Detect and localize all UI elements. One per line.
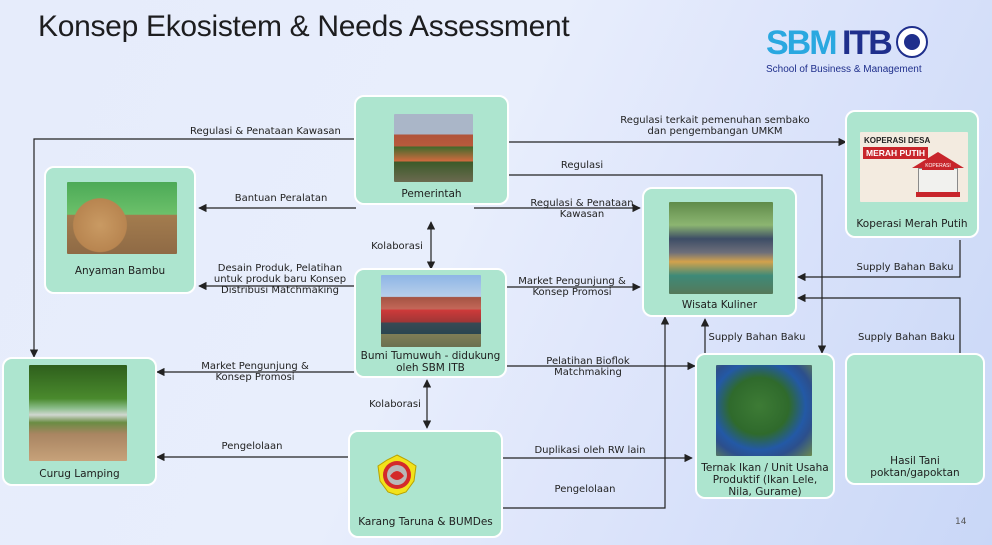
edge-label-pem-curug: Regulasi & Penataan Kawasan [190,126,341,137]
node-label-ternak: Ternak Ikan / Unit Usaha Produktif (Ikan… [701,462,829,498]
edge-label-karang-ternak: Duplikasi oleh RW lain [534,445,646,456]
node-bumi-tumuwuh: Bumi Tumuwuh - didukung oleh SBM ITB [354,268,507,378]
node-label-karang: Karang Taruna & BUMDes [358,516,493,528]
edge-pemerintah-curug [29,138,356,358]
itb-seal-icon [896,26,928,58]
node-label-pemerintah: Pemerintah [401,188,462,200]
edge-label-pem-anyaman: Bantuan Peralatan [234,193,328,204]
koperasi-image-text-1: KOPERASI DESA [864,136,931,145]
node-wisata-kuliner: Wisata Kuliner [642,187,797,317]
logo-itb-text: ITB [842,24,893,62]
koperasi-image-text-2: MERAH PUTIH [863,147,929,159]
node-label-anyaman: Anyaman Bambu [74,265,166,277]
node-ternak-ikan: Ternak Ikan / Unit Usaha Produktif (Ikan… [695,353,835,499]
slide-title: Konsep Ekosistem & Needs Assessment [38,10,570,43]
anyaman-photo [67,182,177,254]
node-curug-lamping: Curug Lamping [2,357,157,486]
node-label-wisata: Wisata Kuliner [681,299,758,311]
logo-sbm-text: SBM [766,24,838,62]
node-label-koperasi: Koperasi Merah Putih [856,218,968,230]
edge-hasil-wisata [797,293,961,353]
node-label-curug: Curug Lamping [39,468,120,480]
edge-label-pem-bumi: Kolaborasi [371,241,423,252]
node-karang-taruna: Karang Taruna & BUMDes [348,430,503,538]
karang-taruna-emblem-icon [377,454,417,496]
logo-subtitle: School of Business & Management [766,64,922,75]
bumi-tumuwuh-photo [381,275,481,347]
node-pemerintah: Pemerintah [354,95,509,205]
edge-label-bumi-karang: Kolaborasi [369,399,421,410]
pemerintah-photo [394,114,473,182]
edge-label-koperasi-wisata: Supply Bahan Baku [856,262,954,273]
edge-label-bumi-anyaman: Desain Produk, Pelatihan untuk produk ba… [213,263,347,296]
edge-pemerintah-ternak [508,174,827,354]
edge-label-ternak-wisata: Supply Bahan Baku [708,332,806,343]
edge-label-karang-curug: Pengelolaan [221,441,283,452]
node-label-hasil: Hasil Tani poktan/gapoktan [870,455,960,479]
edge-label-hasil-wisata: Supply Bahan Baku [857,332,956,343]
koperasi-illustration: KOPERASI DESA MERAH PUTIH KOPERASI [860,132,968,202]
node-label-bumi: Bumi Tumuwuh - didukung oleh SBM ITB [360,350,501,374]
edge-koperasi-wisata [797,240,961,282]
node-anyaman: Anyaman Bambu [44,166,196,294]
koperasi-sign: KOPERASI [922,162,954,170]
ternak-photo [716,365,812,456]
sbm-itb-logo: SBM ITB School of Business & Management [766,24,936,80]
edge-label-bumi-wisata: Market Pengunjung & Konsep Promosi [518,276,626,298]
edge-label-pem-wisata: Regulasi & Penataan Kawasan [530,198,634,220]
edge-label-karang-wisata: Pengelolaan [554,484,616,495]
edge-label-bumi-curug: Market Pengunjung & Konsep Promosi [201,361,309,383]
edge-label-pem-koperasi: Regulasi terkait pemenuhan sembako dan p… [620,115,810,137]
wisata-photo [669,202,773,294]
node-koperasi: KOPERASI DESA MERAH PUTIH KOPERASI Koper… [845,110,979,238]
koperasi-house-icon: KOPERASI [912,152,964,198]
edge-karang-wisata [497,316,670,509]
edge-label-bumi-ternak: Pelatihan Bioflok Matchmaking [546,356,630,378]
edge-label-pem-ternak: Regulasi [560,160,604,171]
curug-photo [29,365,127,461]
page-number: 14 [955,517,967,527]
node-hasil-tani: Hasil Tani poktan/gapoktan [845,353,985,485]
